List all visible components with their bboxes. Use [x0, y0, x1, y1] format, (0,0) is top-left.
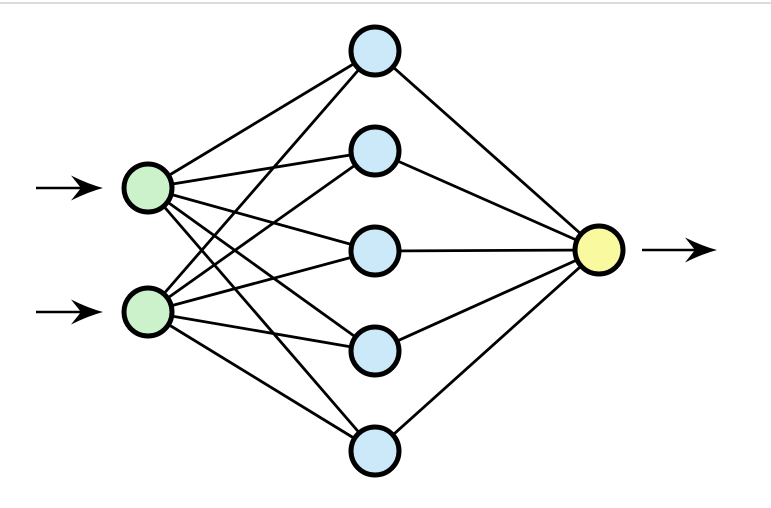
- input-node-2: [121, 285, 175, 339]
- edge-hidden5-to-output1: [374, 248, 600, 453]
- edge-input1-to-hidden5: [146, 187, 377, 452]
- hidden-node-2: [348, 124, 402, 178]
- edge-input2-to-hidden5: [147, 310, 376, 453]
- edge-input2-to-hidden4: [147, 310, 376, 353]
- edge-hidden2-to-output1: [374, 149, 600, 252]
- hidden-node-4: [348, 324, 402, 378]
- output-arrow-head-icon: [685, 237, 717, 263]
- input-arrow-1-head-icon: [71, 175, 103, 201]
- input-node-1: [121, 161, 175, 215]
- output-node-1: [572, 223, 626, 277]
- edge-input2-to-hidden3: [147, 249, 376, 314]
- edge-hidden4-to-output1: [374, 248, 600, 353]
- hidden-node-5: [348, 424, 402, 478]
- input-arrow-2-head-icon: [71, 299, 103, 325]
- edge-hidden3-to-output1: [374, 248, 600, 253]
- edge-input1-to-hidden1: [147, 49, 376, 190]
- edge-input2-to-hidden2: [147, 149, 376, 314]
- edge-input1-to-hidden3: [147, 186, 376, 253]
- edge-hidden1-to-output1: [374, 49, 600, 252]
- edge-input1-to-hidden2: [147, 149, 376, 190]
- top-border-line: [0, 2, 771, 4]
- hidden-node-1: [348, 24, 402, 78]
- edge-input2-to-hidden1: [146, 50, 377, 313]
- hidden-node-3: [348, 224, 402, 278]
- edge-input1-to-hidden4: [147, 186, 376, 353]
